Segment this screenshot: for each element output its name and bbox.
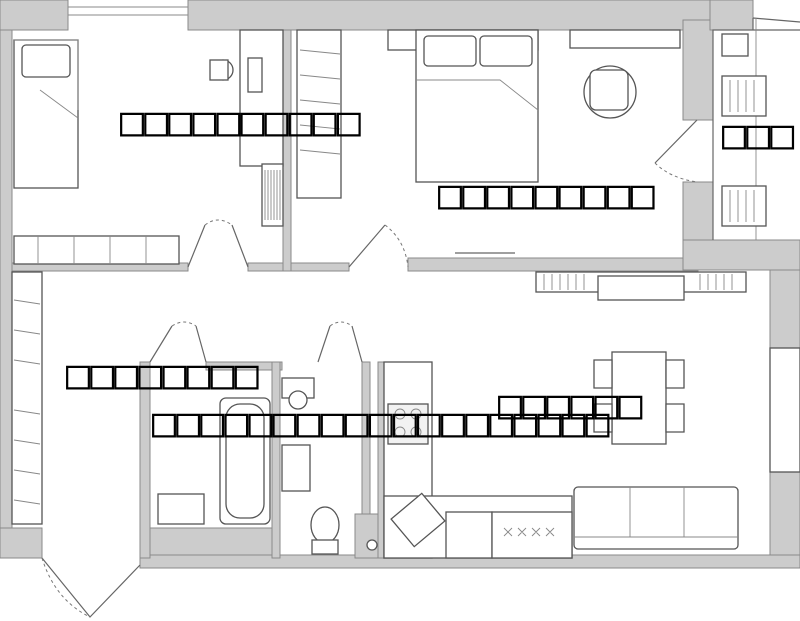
door-wc (317, 325, 363, 363)
room-label-balcony: □□□ (722, 112, 794, 158)
wall-bath-top (205, 361, 283, 371)
wall-bedroom1-bottom-right (247, 262, 289, 272)
cooktop (387, 403, 429, 445)
wall-bath-left (139, 361, 151, 559)
pillow-left (423, 35, 477, 67)
wall-top-right (709, 0, 754, 31)
room-labels: □□□□□□□□□□ □□□□□□□□□ □□□ □□□□□□□□ □□□□□□… (66, 99, 794, 446)
tv-living (597, 275, 685, 301)
wall-balcony-bottom (682, 181, 714, 241)
wall-bath-bottom-step (149, 527, 273, 556)
wall-bath-mid (271, 361, 281, 559)
wall-bedroom2-bottom-left (290, 262, 350, 272)
hall-wardrobe (11, 271, 43, 525)
hallway-furniture (11, 271, 43, 525)
sofa (573, 486, 739, 550)
wall-balcony-top (682, 19, 714, 121)
deck-chair-top (721, 75, 767, 117)
oven (491, 511, 573, 559)
laptop (247, 57, 263, 93)
dining-table (611, 351, 667, 445)
wall-bedroom2-bottom (407, 257, 699, 272)
door-entrance (41, 557, 141, 618)
balcony-table (721, 33, 749, 57)
wall-right-top (769, 269, 800, 349)
bathroom-furniture (157, 377, 378, 555)
bedroom-1-furniture (13, 29, 284, 265)
room-label-bedroom-2: □□□□□□□□□ (438, 172, 655, 218)
room-label-bathroom: □□□□□□□□□□□□□□□□□□□ (152, 400, 610, 446)
door-bedroom1 (187, 224, 249, 268)
wardrobe-1 (13, 235, 180, 265)
dresser (569, 29, 681, 49)
door-balcony (654, 119, 698, 164)
doors (41, 119, 698, 618)
bookshelf-1 (261, 163, 284, 227)
dining-chairs (593, 359, 685, 433)
desk (239, 29, 284, 167)
pillow-right (479, 35, 533, 67)
wall-bedroom-partition (282, 29, 292, 272)
wc-sink (281, 444, 311, 492)
room-label-hallway: □□□□□□□□ (66, 352, 259, 398)
wall-left (0, 29, 13, 559)
wall-right-bottom (769, 471, 800, 569)
kitchen-sink (390, 492, 446, 548)
toilet (310, 506, 340, 544)
window-top-left (67, 6, 189, 16)
dishwasher (445, 511, 493, 559)
wall-kitchen-left (377, 361, 385, 559)
wall-balcony-base (682, 239, 800, 271)
door-bathroom (149, 325, 207, 363)
wall-top-left (0, 0, 69, 31)
wall-top (187, 0, 754, 31)
balcony-furniture (721, 33, 767, 227)
room-label-kitchen-living: □□□□□□ (498, 382, 643, 428)
pillow (21, 44, 71, 78)
bedroom-2-furniture (296, 29, 681, 254)
bath-sink (157, 493, 205, 525)
deck-chair-bottom (721, 185, 767, 227)
kitchen-living-furniture (383, 271, 800, 559)
window-right (769, 347, 800, 473)
wall-bottom-left (0, 527, 43, 559)
room-label-bedroom-1: □□□□□□□□□□ (120, 99, 361, 145)
floor-drain (366, 539, 378, 551)
door-bedroom2 (348, 224, 386, 268)
wardrobe-2 (296, 29, 342, 199)
